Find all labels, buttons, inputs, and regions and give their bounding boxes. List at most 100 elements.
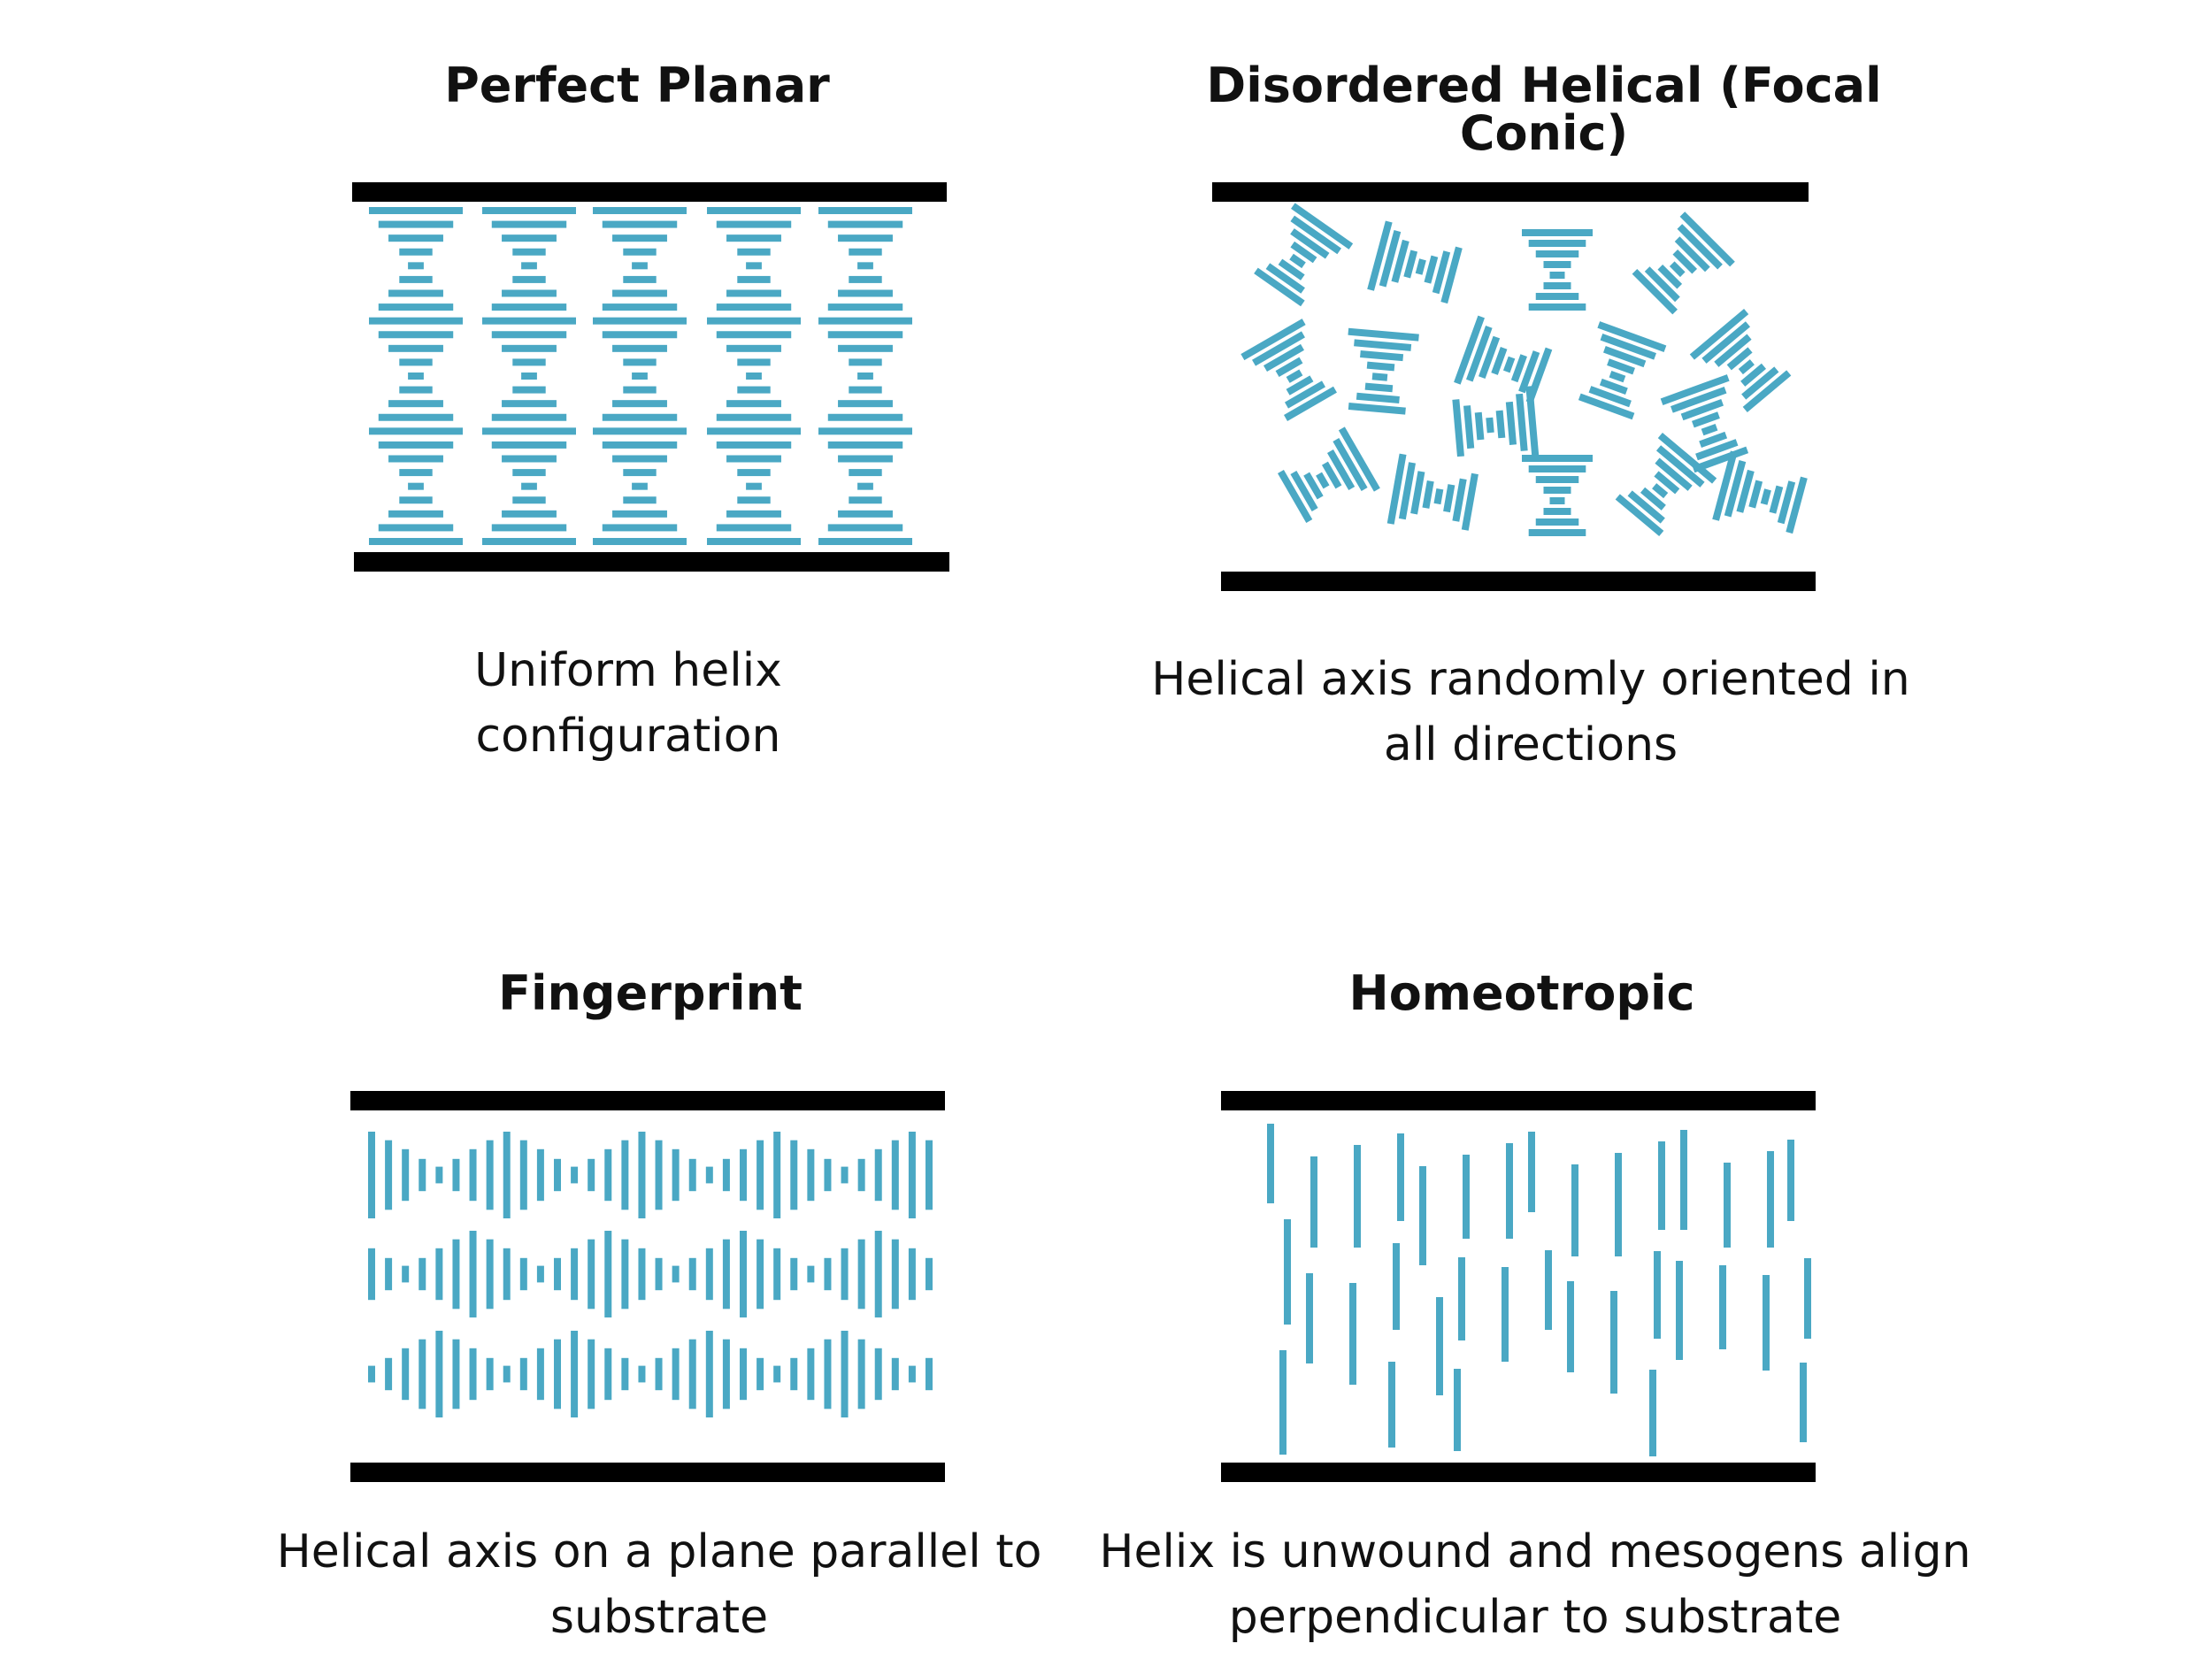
substrate-top-fingerprint [350, 1091, 945, 1110]
mesogen-rod-horizontal [737, 358, 771, 366]
mesogen-rod-horizontal [612, 510, 667, 518]
mesogen-rod-vertical [452, 1339, 460, 1409]
mesogen-rod [1290, 215, 1341, 255]
mesogen-rod-vertical [874, 1231, 882, 1317]
mesogen-rod [1278, 258, 1305, 280]
mesogen-rod-horizontal [716, 524, 792, 532]
mesogen-rod-vertical [705, 1331, 713, 1417]
mesogen-rod-vertical [469, 1148, 477, 1202]
substrate-top-focal [1212, 182, 1809, 202]
mesogen-rod-horizontal [726, 234, 781, 242]
mesogen-rod-vertical [1349, 1283, 1356, 1385]
mesogen-rod-vertical [1787, 1140, 1794, 1221]
mesogen-rod-vertical [554, 1257, 561, 1291]
mesogen-rod-horizontal [482, 538, 576, 545]
mesogen-rod [1479, 335, 1501, 379]
mesogen-rod-vertical [1610, 1291, 1617, 1394]
mesogen-rod [1440, 246, 1463, 304]
helical-domain [1712, 450, 1808, 534]
mesogen-rod [1321, 461, 1342, 489]
mesogen-rod-horizontal [378, 524, 454, 532]
mesogen-rod [1502, 356, 1516, 373]
mesogen-rod [1364, 382, 1394, 393]
mesogen-rod-horizontal [388, 400, 443, 408]
title-focal-conic: Disordered Helical (Focal Conic) [1206, 58, 1882, 161]
mesogen-rod-vertical [638, 1132, 646, 1218]
mesogen-rod-horizontal [623, 275, 657, 283]
mesogen-rod-vertical [419, 1339, 426, 1409]
mesogen-rod-vertical [722, 1339, 730, 1409]
mesogen-rod-horizontal [593, 538, 687, 545]
mesogen-rod-horizontal [623, 248, 657, 256]
mesogen-rod [1522, 455, 1593, 462]
mesogen-rod [1543, 261, 1571, 268]
mesogen-rod [1360, 349, 1404, 362]
mesogen-rod-vertical [368, 1365, 375, 1383]
caption-perfect-planar: Uniform helix configuration [380, 639, 876, 770]
mesogen-rod-horizontal [512, 386, 546, 394]
mesogen-rod-vertical [1680, 1130, 1687, 1230]
mesogen-rod [1354, 339, 1412, 351]
mesogen-rod [1679, 211, 1735, 267]
mesogen-rod-vertical [824, 1158, 832, 1192]
mesogen-rod [1326, 449, 1356, 491]
mesogen-rod-horizontal [408, 482, 424, 490]
mesogen-rod-vertical [519, 1257, 527, 1291]
mesogen-rod-horizontal [838, 400, 893, 408]
mesogen-rod-vertical [722, 1158, 730, 1192]
mesogen-rod [1290, 241, 1317, 264]
mesogen-rod [1316, 472, 1330, 489]
mesogen-rod-horizontal [716, 303, 792, 311]
mesogen-rod [1535, 293, 1579, 300]
mesogen-rod [1600, 334, 1656, 360]
substrate-bottom-homeotropic [1221, 1463, 1816, 1482]
mesogen-rod-vertical [571, 1331, 579, 1417]
mesogen-rod-vertical [672, 1348, 680, 1401]
planar-mesogens [369, 207, 912, 545]
mesogen-rod [1535, 476, 1579, 483]
mesogen-rod-horizontal [827, 303, 903, 311]
mesogen-rod-vertical [672, 1265, 680, 1283]
mesogen-rod-horizontal [602, 441, 678, 449]
mesogen-rod-vertical [1658, 1141, 1665, 1230]
helical-domain [1632, 211, 1735, 315]
mesogen-rod [1748, 480, 1763, 509]
mesogen-rod-horizontal [491, 413, 567, 421]
mesogen-rod-horizontal [707, 317, 801, 325]
mesogen-rod-vertical [486, 1140, 494, 1210]
mesogen-rod-vertical [435, 1331, 443, 1417]
mesogen-rod-horizontal [716, 441, 792, 449]
mesogen-rod-horizontal [602, 220, 678, 228]
mesogen-rod-horizontal [849, 469, 882, 477]
mesogen-rod-vertical [824, 1339, 832, 1409]
helical-domain [1660, 374, 1749, 473]
mesogen-rod-horizontal [737, 248, 771, 256]
mesogen-rod-horizontal [827, 413, 903, 421]
mesogen-rod-horizontal [521, 262, 537, 270]
mesogen-rod-horizontal [827, 331, 903, 339]
helical-domain [1689, 309, 1792, 413]
mesogen-rod-vertical [402, 1265, 410, 1283]
mesogen-rod-horizontal [849, 386, 882, 394]
mesogen-rod [1644, 266, 1680, 303]
mesogen-rod-horizontal [612, 400, 667, 408]
mesogen-rod [1366, 361, 1395, 372]
mesogen-rod [1599, 378, 1628, 395]
substrate-bottom-fingerprint [350, 1463, 945, 1482]
mesogen-rod-vertical [536, 1348, 544, 1401]
mesogen-rod [1284, 386, 1337, 421]
mesogen-rod [1525, 386, 1540, 457]
mesogen-rod [1422, 480, 1434, 509]
helical-domain [1254, 203, 1354, 307]
mesogen-rod-vertical [588, 1158, 595, 1192]
mesogen-rod-horizontal [482, 427, 576, 435]
mesogen-rod-horizontal [388, 344, 443, 352]
mesogen-rod [1443, 484, 1455, 513]
mesogen-rod-horizontal [827, 441, 903, 449]
mesogen-rod-vertical [1454, 1369, 1461, 1451]
mesogen-rod-vertical [638, 1248, 646, 1301]
mesogen-rod-horizontal [369, 538, 463, 545]
mesogen-rod-horizontal [726, 400, 781, 408]
mesogen-rod [1726, 347, 1753, 371]
